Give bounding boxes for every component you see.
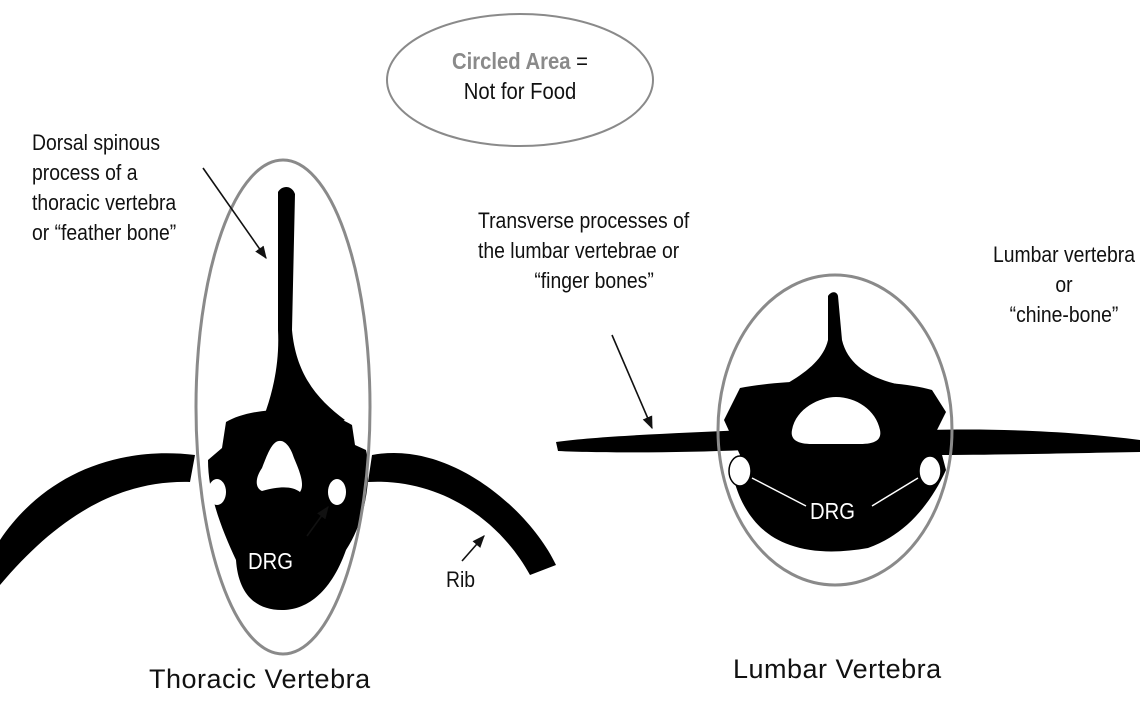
dorsal-spinous-process: [255, 187, 345, 440]
lumbar-drg-left: [729, 456, 751, 486]
legend-text: Circled Area = Not for Food: [430, 46, 610, 106]
right-rib: [368, 453, 556, 575]
legend-highlight-label: Circled Area: [452, 48, 570, 74]
lumbar-transverse-line-1: Transverse processes of: [478, 206, 689, 236]
lumbar-drg-right: [919, 456, 941, 486]
lumbar-drg-label: DRG: [810, 496, 855, 526]
lumbar-vertebra-line-1: Lumbar vertebra: [978, 240, 1148, 270]
lumbar-spinous-process: [775, 292, 900, 390]
lumbar-transverse-line-2: the lumbar vertebrae or: [478, 236, 689, 266]
thoracic-spinous-line-1: Dorsal spinous: [32, 128, 176, 158]
legend-equals: =: [571, 48, 588, 74]
lumbar-transverse-label: Transverse processes of the lumbar verte…: [478, 206, 689, 296]
thoracic-drg-left: [208, 479, 226, 505]
lumbar-transverse-line-3: “finger bones”: [478, 266, 689, 296]
thoracic-drg-label: DRG: [248, 546, 293, 576]
legend-meaning: Not for Food: [430, 76, 610, 106]
thoracic-spinous-arrow: [203, 168, 266, 258]
thoracic-drg-right: [328, 479, 346, 505]
lumbar-vertebra-line-2: or: [978, 270, 1148, 300]
lumbar-transverse-arrow: [612, 335, 652, 428]
lumbar-vertebra-label: Lumbar vertebra or “chine-bone”: [978, 240, 1148, 330]
lumbar-caption: Lumbar Vertebra: [733, 654, 942, 685]
lumbar-transverse-process-right: [930, 429, 1140, 455]
thoracic-spinous-line-4: or “feather bone”: [32, 218, 176, 248]
thoracic-caption: Thoracic Vertebra: [149, 664, 371, 695]
lumbar-vertebra-line-3: “chine-bone”: [978, 300, 1148, 330]
thoracic-spinous-line-2: process of a: [32, 158, 176, 188]
rib-arrow: [462, 536, 484, 561]
thoracic-spinous-line-3: thoracic vertebra: [32, 188, 176, 218]
left-rib: [0, 453, 195, 585]
rib-label: Rib: [446, 565, 475, 595]
thoracic-spinous-label: Dorsal spinous process of a thoracic ver…: [32, 128, 176, 248]
